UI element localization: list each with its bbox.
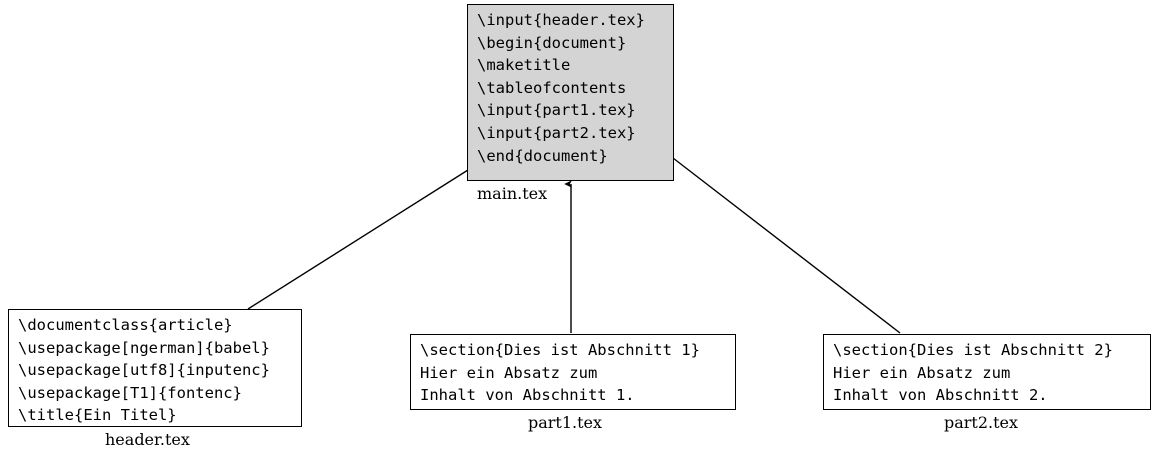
- code-line: \documentclass{article}: [18, 316, 233, 334]
- code-line: \section{Dies ist Abschnitt 1}: [420, 341, 700, 359]
- code-line: \usepackage[utf8]{inputenc}: [18, 361, 270, 380]
- node-header-tex[interactable]: \documentclass{article} \usepackage[nger…: [8, 309, 302, 427]
- code-line: \maketitle: [477, 56, 571, 75]
- code-line: \begin{document}: [477, 33, 627, 52]
- code-line: \input{header.tex}: [477, 11, 645, 29]
- caption-part1-tex: part1.tex: [528, 413, 603, 432]
- code-line: \tableofcontents: [477, 78, 627, 97]
- code-line: \title{Ein Titel}: [18, 406, 177, 425]
- code-line: \usepackage[ngerman]{babel}: [18, 338, 270, 357]
- caption-main-tex: main.tex: [477, 184, 548, 203]
- code-line: Inhalt von Abschnitt 2.: [833, 386, 1048, 405]
- code-line: \input{part2.tex}: [477, 123, 636, 142]
- node-main-tex[interactable]: \input{header.tex} \begin{document} \mak…: [467, 4, 674, 181]
- code-line: \end{document}: [477, 146, 608, 165]
- code-line: Hier ein Absatz zum: [833, 363, 1011, 382]
- node-part2-tex[interactable]: \section{Dies ist Abschnitt 2} Hier ein …: [823, 334, 1151, 410]
- edge-header-to-main: [247, 169, 469, 310]
- edge-part2-to-main: [672, 157, 901, 334]
- code-line: Inhalt von Abschnitt 1.: [420, 386, 635, 405]
- caption-part2-tex: part2.tex: [944, 413, 1019, 432]
- caption-header-tex: header.tex: [105, 430, 190, 449]
- code-line: Hier ein Absatz zum: [420, 363, 598, 382]
- code-line: \usepackage[T1]{fontenc}: [18, 383, 242, 402]
- code-line: \input{part1.tex}: [477, 101, 636, 120]
- node-part1-tex[interactable]: \section{Dies ist Abschnitt 1} Hier ein …: [410, 334, 736, 410]
- code-line: \section{Dies ist Abschnitt 2}: [833, 341, 1113, 359]
